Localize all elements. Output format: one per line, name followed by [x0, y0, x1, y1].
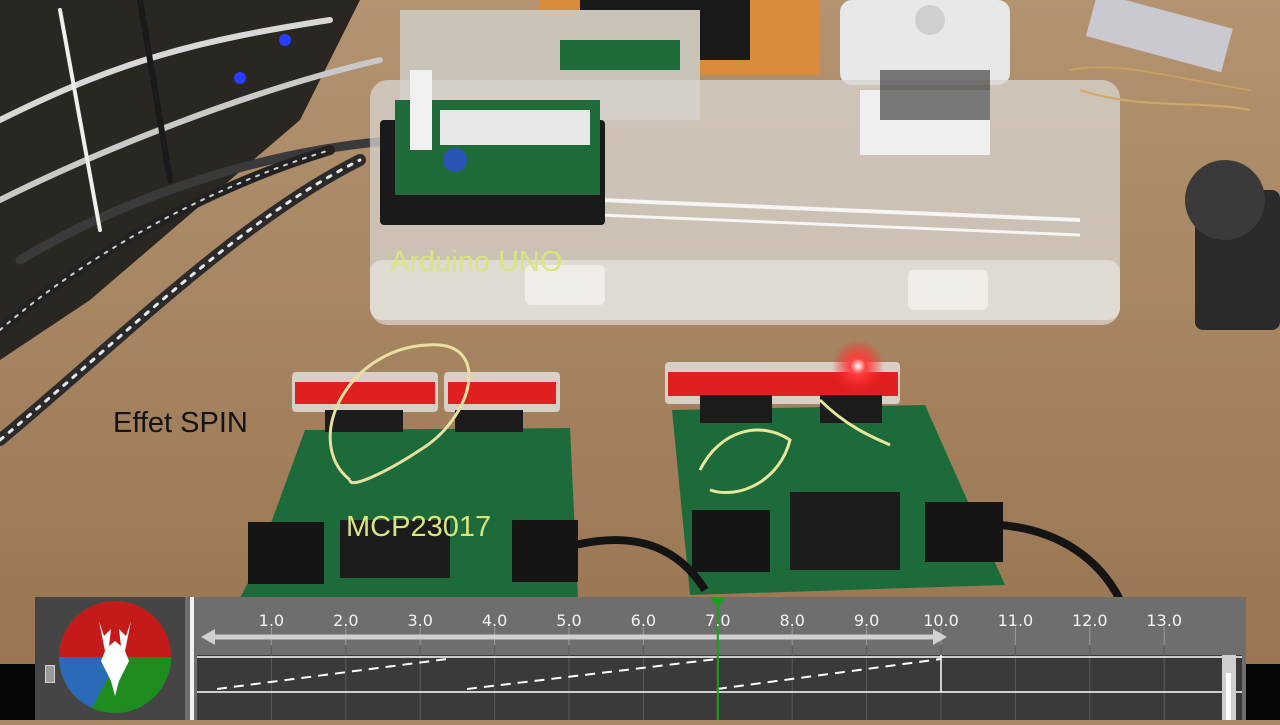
caption-effet-spin: Effet SPIN	[113, 407, 248, 439]
tick-label: 11.0	[997, 611, 1034, 630]
tick-label: 12.0	[1071, 611, 1108, 630]
playhead-marker-icon[interactable]	[709, 597, 726, 607]
left-pcb	[240, 343, 578, 598]
envelope-ramp	[716, 658, 942, 690]
tick-label: 10.0	[923, 611, 959, 630]
cable-bundle	[0, 0, 405, 446]
tick-label: 3.0	[407, 611, 433, 630]
envelope-ramp	[216, 658, 448, 690]
tick-label: 1.0	[258, 611, 285, 630]
range-arrow-icon[interactable]	[201, 629, 947, 645]
envelope-ramp	[466, 658, 718, 690]
left-handle[interactable]	[45, 665, 55, 683]
timeline-start-edge	[190, 597, 194, 720]
tick-label: 9.0	[853, 611, 880, 630]
ruler-graphics	[197, 597, 1242, 720]
arduino-board	[380, 70, 605, 225]
logo-box	[35, 597, 185, 720]
scroll-thumb[interactable]	[1226, 673, 1231, 720]
tick-label: 13.0	[1146, 611, 1182, 630]
right-pcb	[665, 340, 1005, 595]
tick-label: 6.0	[630, 611, 657, 630]
timeline-ruler[interactable]: 1.0 2.0 3.0 4.0 5.0 6.0 7.0 8.0 9.0 10.0 11.0 12.0 1…	[197, 597, 1242, 720]
tick-label: 7.0	[705, 611, 731, 630]
timeline-panel: 1.0 2.0 3.0 4.0 5.0 6.0 7.0 8.0 9.0 10.0 11.0 12.0 1…	[35, 597, 1246, 720]
tick-label: 4.0	[481, 611, 508, 630]
tick-label: 8.0	[779, 611, 805, 630]
deer-head-logo-icon	[59, 601, 171, 713]
caption-arduino: Arduino UNO	[390, 246, 563, 278]
tick-label: 5.0	[556, 611, 582, 630]
tick-label: 2.0	[333, 611, 359, 630]
vertical-scrollbar[interactable]	[1222, 655, 1236, 720]
caption-mcp23017: MCP23017	[346, 511, 492, 543]
